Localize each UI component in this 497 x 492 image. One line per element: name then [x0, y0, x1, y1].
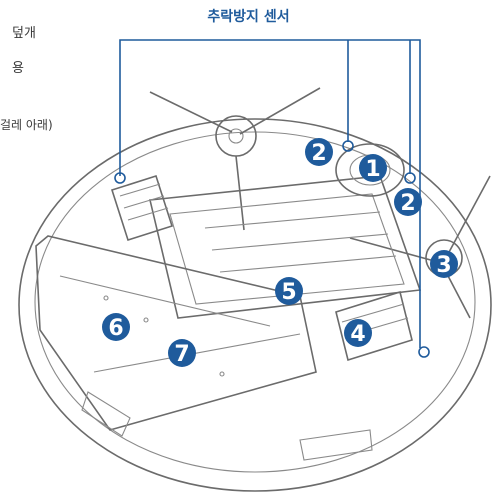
svg-text:3: 3	[436, 253, 451, 278]
cliff-sensor-front-left	[342, 140, 354, 152]
mop-plate	[35, 235, 317, 431]
svg-text:1: 1	[365, 157, 380, 182]
cliff-sensor-rear-right	[418, 346, 430, 358]
robot-body-outline	[18, 118, 492, 492]
bumper-slot-left	[81, 391, 131, 437]
svg-text:5: 5	[281, 280, 296, 305]
side-brush-right	[349, 175, 491, 319]
badge-1: 1	[359, 154, 387, 182]
left-wheel	[110, 174, 174, 242]
usage-label: 용	[12, 61, 24, 76]
badge-2-left: 2	[305, 138, 333, 166]
badge-5: 5	[275, 277, 303, 305]
svg-text:4: 4	[350, 322, 365, 347]
svg-text:6: 6	[108, 316, 123, 341]
badge-6: 6	[102, 313, 130, 341]
badge-7: 7	[168, 339, 196, 367]
svg-text:7: 7	[174, 342, 189, 367]
bumper-slot-right	[299, 429, 373, 461]
svg-text:2: 2	[400, 191, 415, 216]
badge-2-right: 2	[394, 188, 422, 216]
cliff-sensor-callouts	[114, 39, 430, 358]
badge-4: 4	[344, 319, 372, 347]
svg-text:2: 2	[311, 141, 326, 166]
cliff-sensor-front-right	[404, 172, 416, 184]
badge-3: 3	[430, 250, 458, 278]
side-brush-left	[149, 87, 321, 231]
cliff-sensor-left	[114, 172, 126, 184]
mop-under-label: 걸레 아래)	[0, 118, 53, 132]
cover-label: 덮개	[12, 26, 36, 41]
cliff-sensor-title: 추락방지 센서	[207, 9, 290, 25]
